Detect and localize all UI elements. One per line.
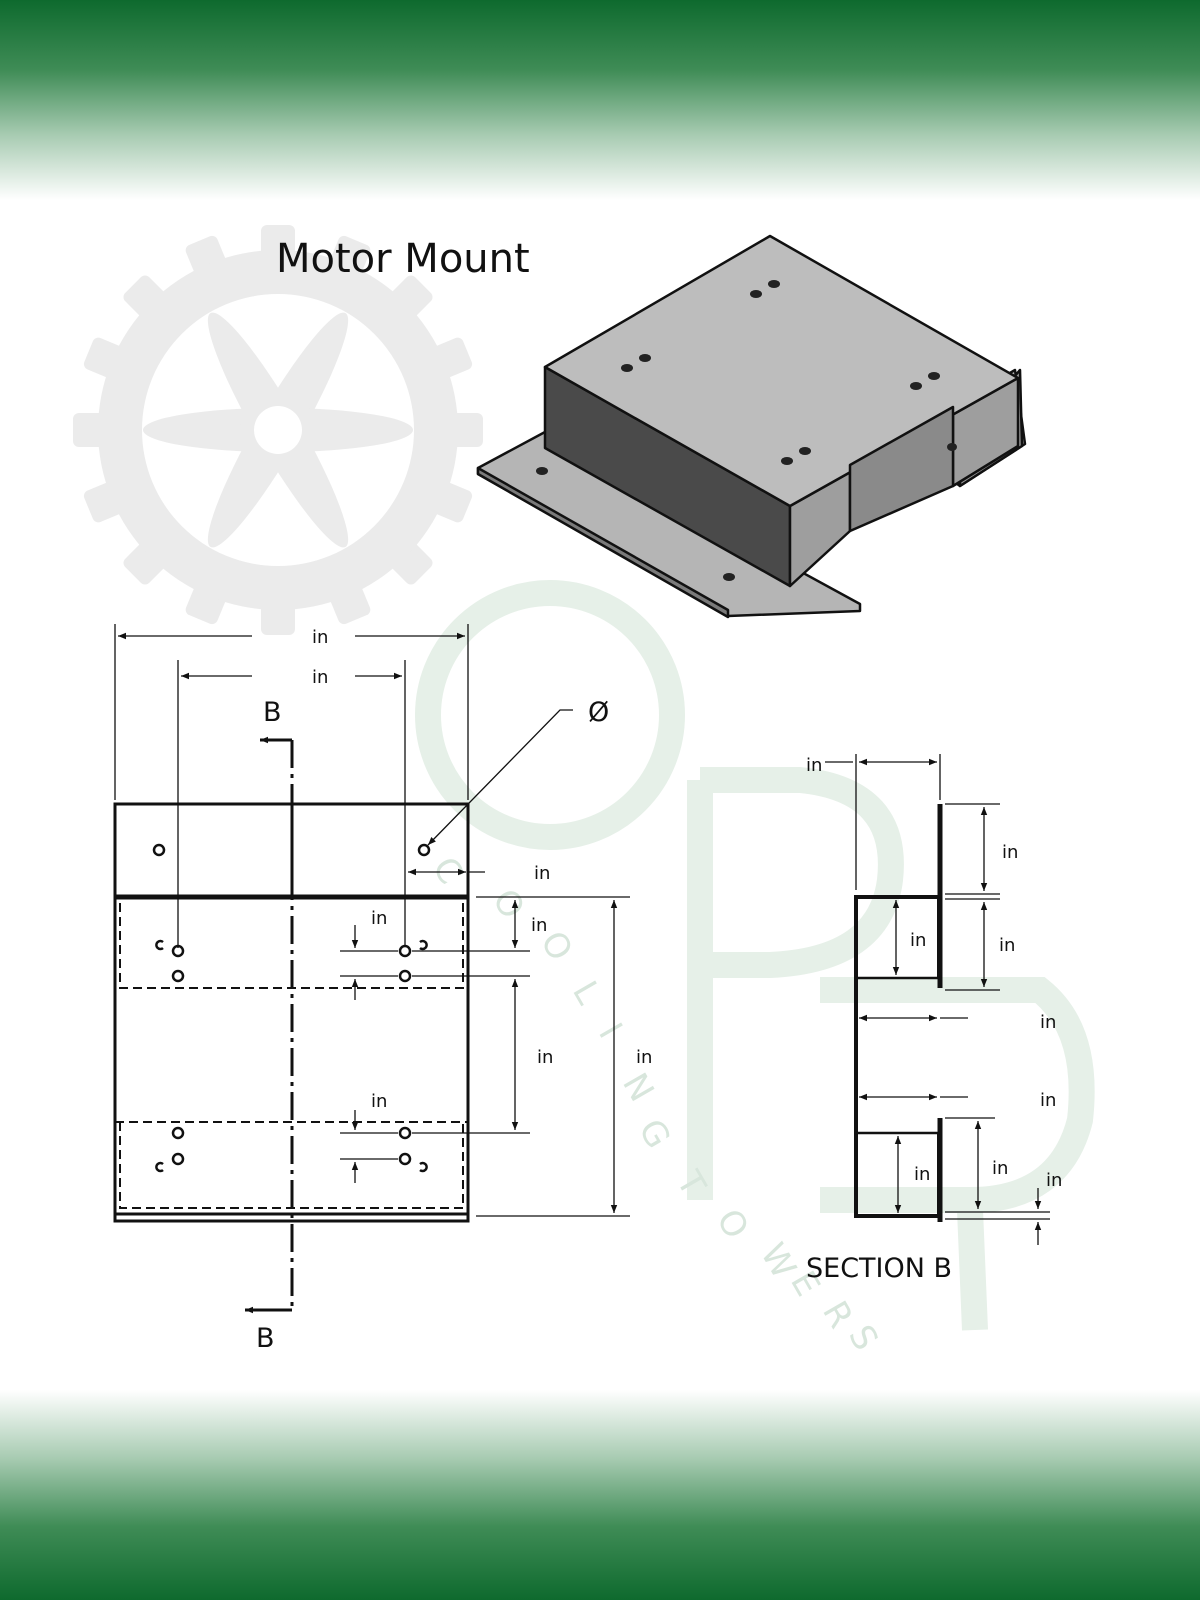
dim-hole-span: in [312,667,328,688]
sec-dim-upper-flange: in [1002,842,1018,863]
sec-dim-flange-offset: in [806,755,822,776]
dim-top-to-hole: in [531,915,547,936]
dim-hole-row-spacing: in [537,1047,553,1068]
section-b-label: SECTION B [806,1253,952,1284]
isometric-part-view [476,234,1027,619]
section-marker-bottom: B [256,1323,275,1354]
gear-watermark-icon [73,225,483,635]
sec-dim-channel-height: in [999,935,1015,956]
section-b-view [825,754,1050,1245]
watermark-letter: N [614,1067,666,1118]
sec-dim-web-upper: in [1040,1012,1056,1033]
plan-view [113,624,630,1314]
section-marker-top: B [263,697,282,728]
top-green-band [0,0,1200,200]
sec-dim-thickness: in [1046,1170,1062,1191]
dim-hole-pitch-bottom: in [371,1091,387,1112]
dim-overall-width: in [312,627,328,648]
watermark-letter: G [630,1113,683,1164]
bottom-green-band [0,1390,1200,1600]
company-logo-watermark [415,580,1095,1331]
sec-dim-web-lower: in [1040,1090,1056,1111]
watermark-letter: L [564,975,613,1020]
sec-dim-channel-bottom: in [914,1164,930,1185]
watermark-letter: O [484,883,537,935]
dim-hole-edge: in [534,863,550,884]
dim-hole-pitch-top: in [371,908,387,929]
sec-dim-channel-top: in [910,930,926,951]
watermark-letter: O [708,1203,761,1255]
watermark-letter: I [590,1017,635,1054]
diameter-symbol: Ø [588,697,609,728]
sec-dim-lower-flange: in [992,1158,1008,1179]
drawing-title: Motor Mount [276,236,530,282]
dim-overall-depth: in [636,1047,652,1068]
